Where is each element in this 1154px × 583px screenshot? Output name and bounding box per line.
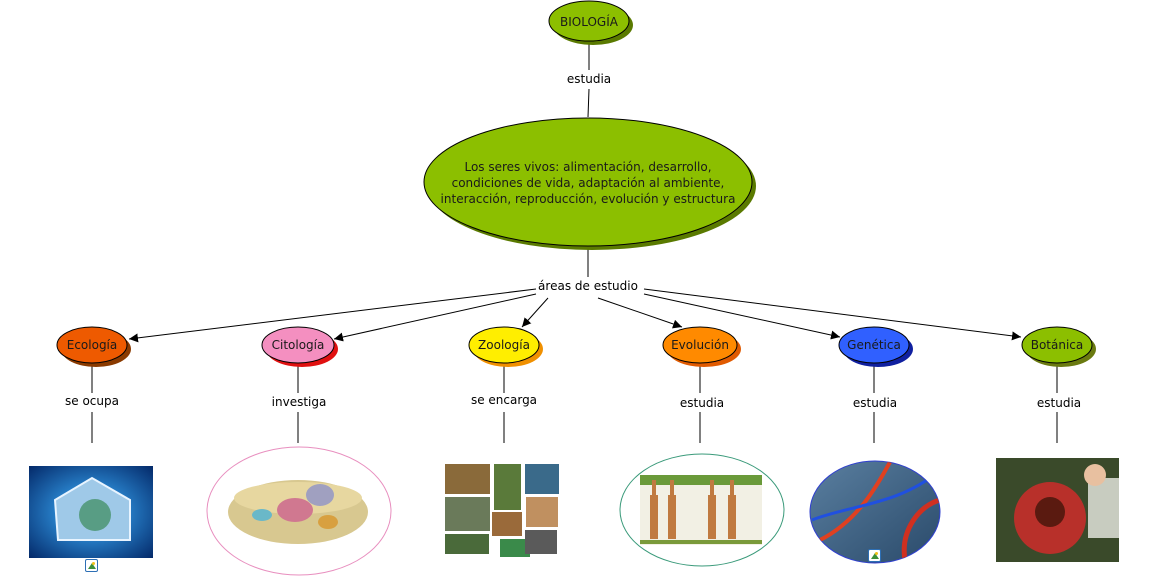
area-link-label-evolucion: estudia (677, 396, 727, 410)
dna-strand (819, 461, 892, 542)
giraffe (728, 495, 736, 539)
arrow-connector (128, 288, 537, 343)
giraffes-bg (640, 475, 762, 545)
area-node-2[interactable] (468, 326, 540, 364)
giraffes-image (640, 475, 762, 545)
area-node-5[interactable] (1021, 326, 1093, 364)
animal-photo (445, 464, 490, 494)
dna-strands (811, 461, 940, 561)
area-node-1[interactable] (261, 326, 335, 364)
giraffe-neck (670, 480, 674, 500)
area-link-label-zoologia: se encarga (468, 393, 540, 407)
area-link-label-ecologia: se ocupa (63, 394, 121, 408)
mitochondria (252, 509, 272, 521)
animal-photo (445, 497, 490, 531)
area-node-3[interactable] (662, 326, 738, 364)
animal-photo (526, 497, 558, 527)
giraffe-neck (652, 480, 656, 500)
root-link-label: estudia (564, 72, 614, 86)
tree-canopy (640, 475, 762, 485)
animal-photo (525, 530, 557, 554)
arrow-connector (643, 288, 1022, 341)
animal-photo (525, 464, 559, 494)
arrow-connector (521, 297, 549, 328)
main-node[interactable] (423, 117, 753, 247)
connection-lines (91, 42, 1058, 443)
area-node-4[interactable] (838, 326, 910, 364)
area-link-label-genetica: estudia (850, 396, 900, 410)
concept-nodes (56, 0, 1096, 367)
root-node[interactable] (548, 0, 630, 42)
ground (640, 540, 762, 544)
arrow-connector (597, 297, 683, 329)
giraffe (650, 495, 658, 539)
animal-photo (494, 464, 521, 510)
connector-line (587, 88, 590, 118)
concept-images (29, 446, 1119, 576)
image-attachment-icon[interactable] (85, 559, 98, 572)
giraffe (668, 495, 676, 539)
main-link-label: áreas de estudio (536, 279, 640, 293)
dna-strand (811, 468, 940, 522)
dna-strand (901, 497, 940, 561)
giraffe-neck (710, 480, 714, 500)
animal-photo (445, 534, 489, 554)
animal-photo (500, 539, 530, 557)
giraffe-neck (730, 480, 734, 500)
image-attachment-icon[interactable] (868, 549, 881, 562)
area-link-label-botanica: estudia (1034, 396, 1084, 410)
earth-shape (79, 499, 111, 531)
er (277, 498, 313, 522)
animal-photo (492, 512, 522, 536)
arrow-connector (643, 293, 841, 340)
person (1088, 478, 1119, 538)
flower-center (1035, 497, 1065, 527)
giraffe (708, 495, 716, 539)
cell-diagram-image (228, 480, 368, 544)
area-link-label-citologia: investiga (269, 395, 329, 409)
area-node-0[interactable] (56, 326, 128, 364)
person-head (1084, 464, 1106, 486)
arrow-connector (333, 293, 537, 342)
golgi (318, 515, 338, 529)
nucleus (306, 484, 334, 506)
